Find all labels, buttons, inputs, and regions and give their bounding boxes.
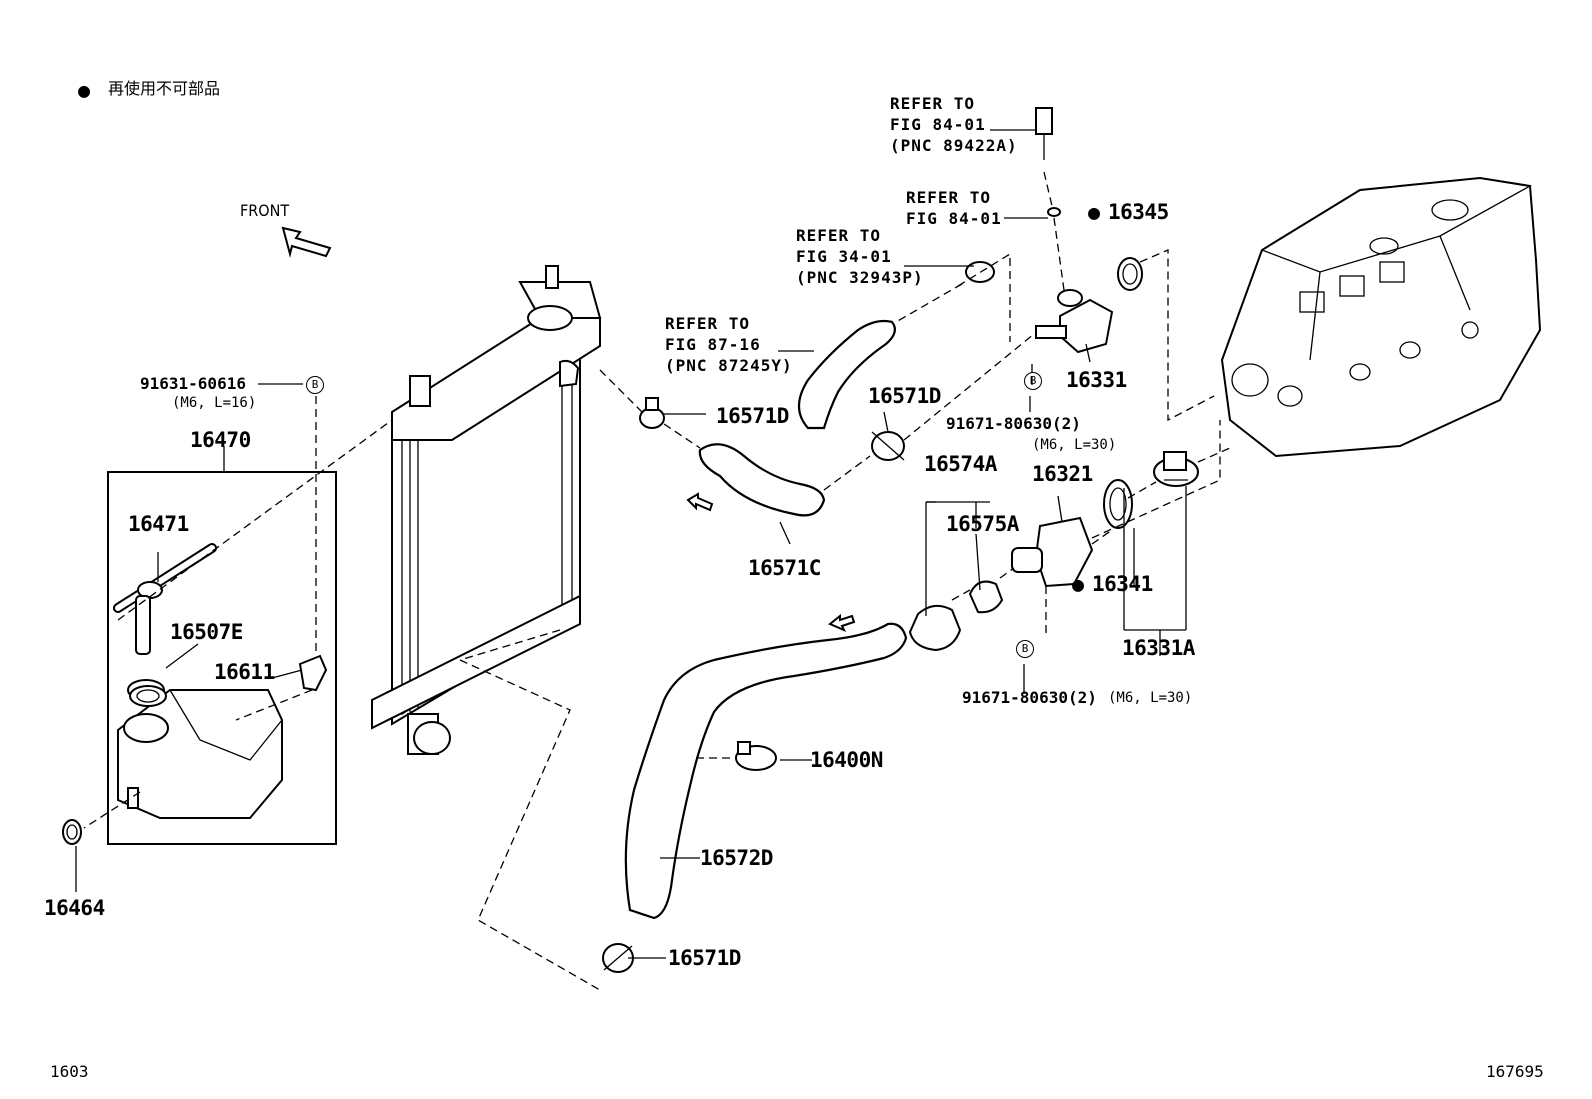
bolt-marker-inlet: B xyxy=(1016,640,1034,658)
refer-gasket-line1: REFER TO xyxy=(906,188,992,207)
reservoir-group-bracket xyxy=(107,446,337,845)
legend-text: 再使用不可部品 xyxy=(108,79,221,98)
water-inlet-clamp xyxy=(968,580,1004,614)
refer-sensor-line3: (PNC 89422A) xyxy=(890,136,1018,155)
callout-16611: 16611 xyxy=(214,660,275,684)
callout-16470: 16470 xyxy=(190,428,251,452)
bolt-reservoir-number: 91631-60616 xyxy=(140,374,246,393)
reservoir-bracket xyxy=(298,654,328,692)
outlet-o-ring xyxy=(1117,257,1143,291)
callout-16574a: 16574A xyxy=(924,452,997,476)
refer-clamp-line1: REFER TO xyxy=(796,226,882,245)
callout-16341: 16341 xyxy=(1092,572,1153,596)
callout-16321: 16321 xyxy=(1032,462,1093,486)
radiator-inlet-hose xyxy=(698,443,826,517)
water-inlet-housing xyxy=(1011,516,1094,588)
radiator xyxy=(371,265,602,755)
front-arrow-icon xyxy=(281,226,332,258)
refer-clamp-line3: (PNC 32943P) xyxy=(796,268,924,287)
water-inlet-pipe xyxy=(908,604,962,652)
grommet xyxy=(62,819,82,845)
callout-16575a: 16575A xyxy=(946,512,1019,536)
callout-16345: 16345 xyxy=(1108,200,1169,224)
bolt-reservoir-spec: (M6, L=16) xyxy=(172,395,257,411)
leader-lines xyxy=(75,129,1187,959)
refer-sensor-line1: REFER TO xyxy=(890,94,976,113)
callout-16571d-right: 16571D xyxy=(868,384,941,408)
engine-cylinder-head xyxy=(1220,176,1542,458)
thermostat xyxy=(1153,451,1199,487)
bolt-marker-reservoir: B xyxy=(306,376,324,394)
bypass-hose xyxy=(797,319,897,430)
water-outlet xyxy=(1035,289,1114,354)
clamp-16400n xyxy=(735,741,777,771)
callout-16331: 16331 xyxy=(1066,368,1127,392)
front-label: FRONT xyxy=(240,201,290,220)
reservoir-tank xyxy=(117,679,283,819)
flow-arrow-icon xyxy=(686,492,714,512)
coolant-temp-sensor xyxy=(1035,107,1053,160)
cap-gasket xyxy=(129,685,167,707)
refer-hose-line3: (PNC 87245Y) xyxy=(665,356,793,375)
radiator-outlet-hose xyxy=(624,622,908,920)
callout-16331a: 16331A xyxy=(1122,636,1195,660)
bolt-inlet-number: 91671-80630(2) xyxy=(962,688,1097,707)
callout-16471: 16471 xyxy=(128,512,189,536)
legend-marker: ● xyxy=(78,78,91,102)
refer-hose-line2: FIG 87-16 xyxy=(665,335,761,354)
overflow-hose xyxy=(113,543,217,655)
bolt-inlet-spec: (M6, L=30) xyxy=(1108,690,1193,706)
callout-16400n: 16400N xyxy=(810,748,883,772)
bolt-outlet-spec: (M6, L=30) xyxy=(1032,437,1117,453)
thermostat-gasket xyxy=(1103,479,1133,529)
flow-arrow-icon xyxy=(828,613,856,632)
non-reusable-marker-16341: ● xyxy=(1072,572,1085,596)
refer-sensor-line2: FIG 84-01 xyxy=(890,115,986,134)
callout-16572d: 16572D xyxy=(700,846,773,870)
clamp-upper-right xyxy=(871,431,905,461)
clamp-bottom xyxy=(602,943,634,973)
refer-gasket-line2: FIG 84-01 xyxy=(906,209,1002,228)
sensor-gasket xyxy=(1047,207,1061,217)
callout-16571c: 16571C xyxy=(748,556,821,580)
bolt-marker-outlet: B xyxy=(1024,372,1042,390)
callout-16464: 16464 xyxy=(44,896,105,920)
footer-illustration-number: 167695 xyxy=(1486,1062,1544,1081)
callout-16571d-bottom: 16571D xyxy=(668,946,741,970)
refer-clamp-line2: FIG 34-01 xyxy=(796,247,892,266)
footer-section-number: 1603 xyxy=(50,1062,89,1081)
non-reusable-marker-16345: ● xyxy=(1088,200,1101,224)
callout-16571d-upper: 16571D xyxy=(716,404,789,428)
clamp-upper-left xyxy=(639,397,665,429)
bolt-outlet-number: 91671-80630(2) xyxy=(946,414,1081,433)
callout-16507e: 16507E xyxy=(170,620,243,644)
assembly-lines xyxy=(83,171,1231,991)
refer-hose-line1: REFER TO xyxy=(665,314,751,333)
